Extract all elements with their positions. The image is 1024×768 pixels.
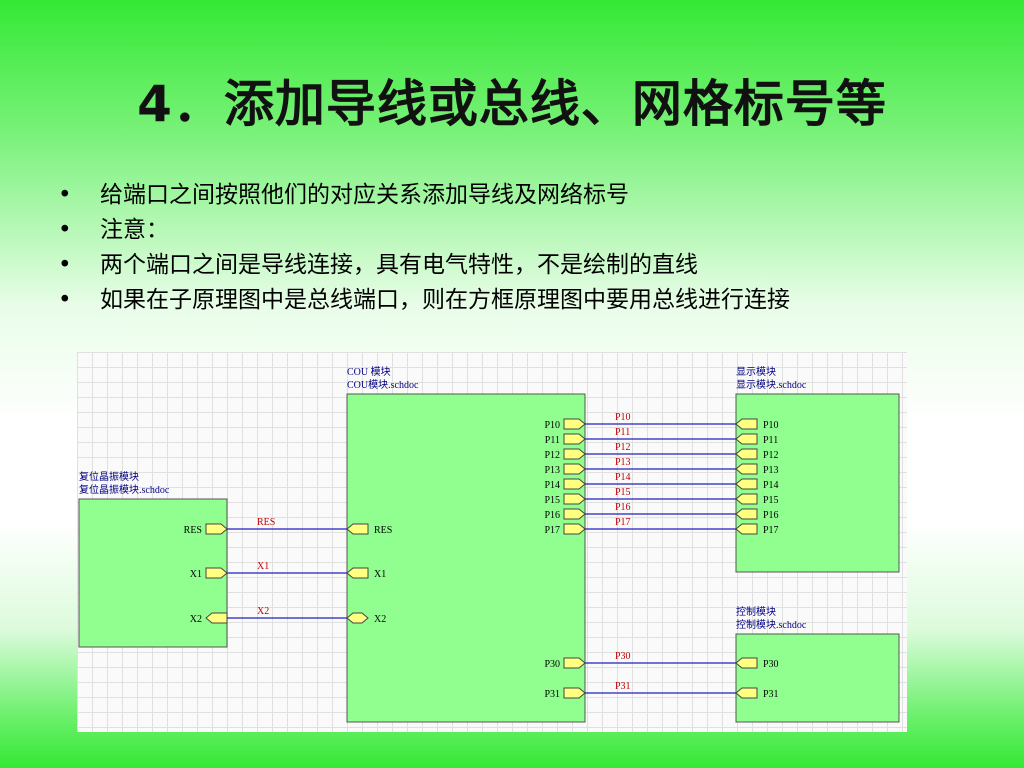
sheet-entry-label: RES	[184, 525, 202, 536]
sheet-entry-cpu-x1	[346, 567, 369, 579]
sheet-entry-label: P30	[763, 659, 779, 670]
sheet-entry-cpu-p17	[563, 523, 586, 535]
sheet-entry-display-p14	[735, 478, 758, 490]
net-label-x1: X1	[257, 561, 269, 572]
sheet-entry-cpu-p15	[563, 493, 586, 505]
net-label-p12: P12	[615, 442, 631, 453]
net-label-p30: P30	[615, 651, 631, 662]
sheet-entry-label: P11	[545, 435, 560, 446]
net-label-p15: P15	[615, 487, 631, 498]
sheet-entry-control-p30	[735, 657, 758, 669]
sheet-entry-display-p17	[735, 523, 758, 535]
sheet-entry-label: P15	[763, 495, 779, 506]
sheet-filename-reset: 复位晶振模块.schdoc	[79, 483, 170, 496]
sheet-entry-label: P30	[544, 659, 560, 670]
sheet-entry-cpu-res	[346, 523, 369, 535]
sheet-entry-label: P12	[544, 450, 560, 461]
sheet-entry-label: P13	[544, 465, 560, 476]
sheet-entry-cpu-p14	[563, 478, 586, 490]
sheet-entry-label: X1	[374, 569, 386, 580]
bullet-list: 给端口之间按照他们的对应关系添加导线及网络标号 注意： 两个端口之间是导线连接，…	[58, 178, 790, 318]
sheet-entry-label: X2	[374, 614, 386, 625]
sheet-filename-control: 控制模块.schdoc	[736, 618, 807, 631]
sheet-entry-label: P17	[544, 525, 560, 536]
slide-title: 4．添加导线或总线、网格标号等	[137, 75, 887, 133]
sheet-entry-display-p12	[735, 448, 758, 460]
net-label-x2: X2	[257, 606, 269, 617]
bullet-item: 如果在子原理图中是总线端口，则在方框原理图中要用总线进行连接	[58, 283, 790, 318]
net-label-p31: P31	[615, 681, 631, 692]
sheet-entry-label: RES	[374, 525, 392, 536]
sheet-entry-cpu-p11	[563, 433, 586, 445]
sheet-entry-label: P10	[544, 420, 560, 431]
sheet-entry-cpu-p12	[563, 448, 586, 460]
sheet-symbol-control	[735, 633, 900, 723]
bullet-item: 给端口之间按照他们的对应关系添加导线及网络标号	[58, 178, 790, 213]
sheet-entry-label: P16	[763, 510, 779, 521]
sheet-entry-reset-res	[205, 523, 228, 535]
sheet-symbol-reset	[78, 498, 228, 648]
sheet-entry-label: P12	[763, 450, 779, 461]
sheet-symbol-display	[735, 393, 900, 573]
sheet-filename-display: 显示模块.schdoc	[736, 379, 807, 391]
net-label-p10: P10	[615, 412, 631, 423]
net-label-p13: P13	[615, 457, 631, 468]
sheet-entry-label: P31	[763, 689, 779, 700]
sheet-entry-reset-x1	[205, 567, 228, 579]
sheet-entry-label: P11	[763, 435, 778, 446]
sheet-entry-display-p10	[735, 418, 758, 430]
sheet-designator-cpu: COU 模块	[347, 366, 391, 378]
sheet-entry-cpu-p13	[563, 463, 586, 475]
net-label-p11: P11	[615, 427, 630, 438]
sheet-entry-label: P17	[763, 525, 779, 536]
sheet-entry-label: P14	[763, 480, 779, 491]
bullet-item: 注意：	[58, 213, 790, 248]
sheet-entry-cpu-p30	[563, 657, 586, 669]
net-label-p14: P14	[615, 472, 631, 483]
sheet-designator-display: 显示模块	[736, 366, 776, 378]
sheet-entry-cpu-p31	[563, 687, 586, 699]
sheet-filename-cpu: COU模块.schdoc	[347, 379, 419, 391]
net-label-p17: P17	[615, 517, 631, 528]
net-label-res: RES	[257, 517, 275, 528]
sheet-entry-label: P31	[544, 689, 560, 700]
sheet-entry-cpu-x2	[346, 612, 369, 624]
sheet-symbol-cpu	[346, 393, 586, 723]
sheet-entry-cpu-p10	[563, 418, 586, 430]
sheet-entry-label: P10	[763, 420, 779, 431]
bullet-item: 两个端口之间是导线连接，具有电气特性，不是绘制的直线	[58, 248, 790, 283]
sheet-entry-cpu-p16	[563, 508, 586, 520]
sheet-entry-label: X1	[190, 569, 202, 580]
sheet-entry-label: P15	[544, 495, 560, 506]
sheet-entry-label: X2	[190, 614, 202, 625]
sheet-entry-label: P16	[544, 510, 560, 521]
sheet-entry-control-p31	[735, 687, 758, 699]
sheet-entry-display-p11	[735, 433, 758, 445]
sheet-entry-display-p16	[735, 508, 758, 520]
sheet-entry-label: P14	[544, 480, 560, 491]
sheet-entry-display-p13	[735, 463, 758, 475]
sheet-designator-reset: 复位晶振模块	[79, 470, 139, 483]
sheet-designator-control: 控制模块	[736, 605, 776, 618]
net-label-p16: P16	[615, 502, 631, 513]
sheet-entry-display-p15	[735, 493, 758, 505]
sheet-entry-label: P13	[763, 465, 779, 476]
